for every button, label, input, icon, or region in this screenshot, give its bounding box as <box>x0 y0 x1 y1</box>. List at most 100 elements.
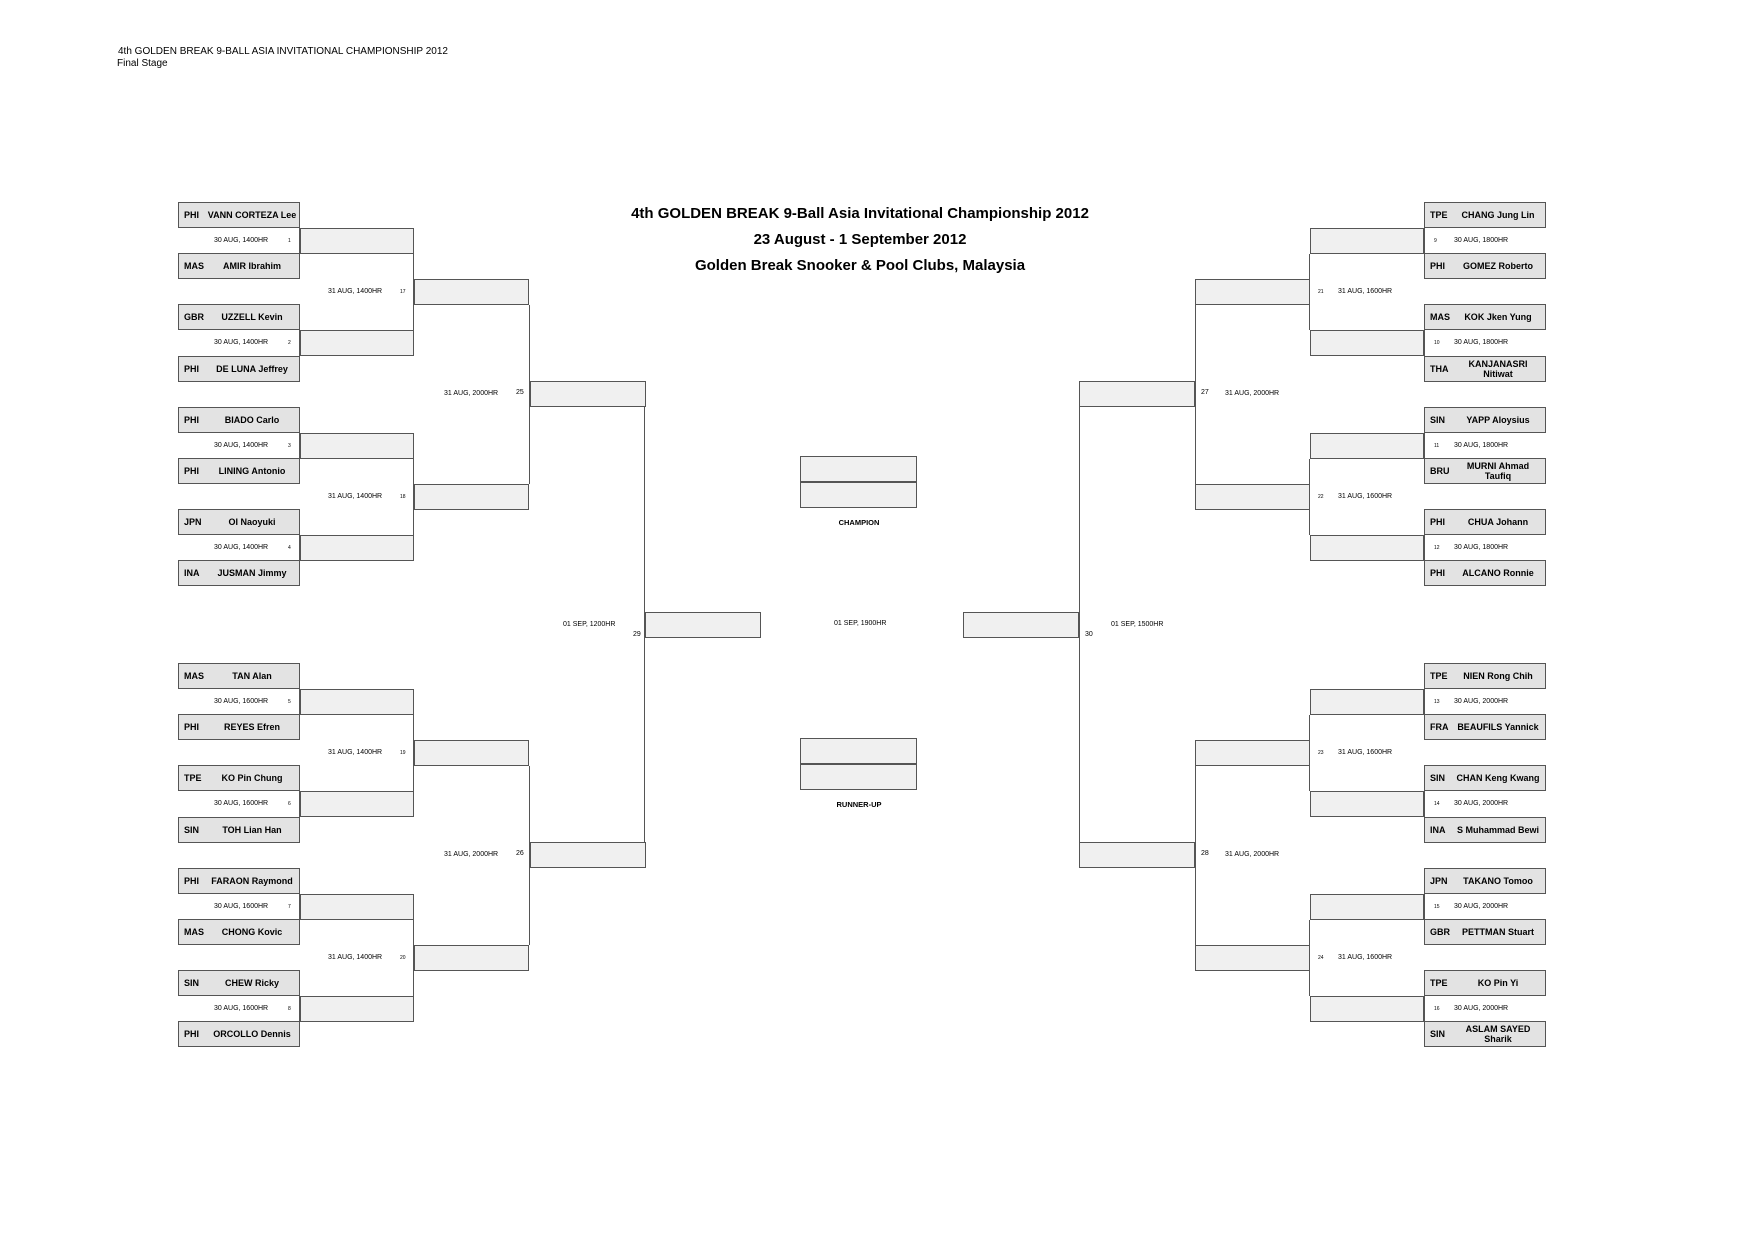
player-left-14: MAS CHONG Kovic <box>178 919 300 945</box>
runnerup-label: RUNNER-UP <box>836 800 882 809</box>
player-name: AMIR Ibrahim <box>222 260 281 271</box>
document-header-subtitle: Final Stage <box>117 58 168 69</box>
player-name: CHAN Keng Kwang <box>1456 772 1540 783</box>
match-number: 12 <box>1434 544 1440 551</box>
player-country: PHI <box>184 876 200 886</box>
player-country: GBR <box>184 312 204 322</box>
player-country: PHI <box>184 466 200 476</box>
left-r1-winner-8 <box>300 995 414 1022</box>
player-name: TAKANO Tomoo <box>1463 875 1533 886</box>
player-name: NIEN Rong Chih <box>1463 670 1533 681</box>
player-country: SIN <box>1430 773 1446 783</box>
player-left-2: MAS AMIR Ibrahim <box>178 253 300 279</box>
runnerup-slot-top <box>800 738 917 764</box>
bracket-line <box>1079 407 1080 843</box>
player-country: GBR <box>1430 927 1450 937</box>
player-country: TPE <box>184 773 202 783</box>
match-number: 4 <box>288 544 291 551</box>
bracket-line <box>299 778 300 830</box>
match-number: 21 <box>1318 288 1324 295</box>
player-name: CHONG Kovic <box>221 926 283 937</box>
right-r2-winner-1 <box>1195 278 1310 305</box>
bracket-line <box>413 253 414 330</box>
match-number: 2 <box>288 340 291 346</box>
match-number: 17 <box>400 288 406 295</box>
match-time: 30 AUG, 1600HR <box>214 800 269 807</box>
match-number: 7 <box>288 903 291 910</box>
bracket-line <box>299 881 300 932</box>
player-left-3: GBR UZZELL Kevin <box>178 304 300 330</box>
bracket-line <box>299 676 300 677</box>
match-number: 24 <box>1318 954 1324 961</box>
match-time: 30 AUG, 1800HR <box>1454 236 1509 244</box>
player-left-6: PHI LINING Antonio <box>178 458 300 484</box>
left-r2-winner-3 <box>414 739 529 766</box>
player-name: UZZELL Kevin <box>221 311 283 322</box>
bracket-line <box>644 407 645 843</box>
player-name: VANN CORTEZA Lee <box>207 209 297 220</box>
match-number: 27 <box>1201 389 1209 397</box>
player-name: KO Pin Yi <box>1477 977 1519 988</box>
match-number: 5 <box>288 698 291 705</box>
player-country: PHI <box>184 210 200 220</box>
player-right-15: TPE KO Pin Yi <box>1424 970 1546 996</box>
player-country: BRU <box>1430 466 1450 476</box>
match-time: 01 SEP, 1500HR <box>1111 620 1164 628</box>
player-country: PHI <box>184 722 200 732</box>
bracket-line <box>299 778 300 779</box>
left-r2-winner-2 <box>414 483 529 510</box>
player-name: GOMEZ Roberto <box>1463 260 1533 271</box>
player-country: THA <box>1430 364 1449 374</box>
player-country: TPE <box>1430 210 1448 220</box>
left-r1-winner-2 <box>300 330 414 356</box>
player-country: MAS <box>184 261 204 271</box>
match-time: 31 AUG, 1400HR <box>328 953 383 961</box>
player-name: ORCOLLO Dennis <box>213 1028 291 1039</box>
player-name: LINING Antonio <box>218 465 286 476</box>
player-name: CHEW Ricky <box>224 977 279 988</box>
match-number: 1 <box>288 237 291 244</box>
player-country: JPN <box>1430 876 1448 886</box>
bracket-line <box>299 215 300 266</box>
left-r1-winner-1 <box>300 227 414 254</box>
player-country: MAS <box>184 927 204 937</box>
right-semifinal-winner <box>963 611 1079 638</box>
match-time: 31 AUG, 1400HR <box>328 287 383 295</box>
player-right-13: JPN TAKANO Tomoo <box>1424 868 1546 894</box>
match-time: 30 AUG, 2000HR <box>1454 902 1509 910</box>
match-time: 01 SEP, 1200HR <box>563 620 616 628</box>
bracket-line <box>529 304 530 484</box>
player-name: ALCANO Ronnie <box>1462 567 1534 578</box>
match-time: 30 AUG, 1400HR <box>214 543 269 551</box>
right-r2-winner-2 <box>1195 483 1310 510</box>
match-time: 31 AUG, 1400HR <box>328 492 383 500</box>
right-r1-winner-5 <box>1310 688 1424 715</box>
bracket-line <box>1424 676 1425 727</box>
bracket-line <box>299 317 300 318</box>
player-country: SIN <box>1430 415 1446 425</box>
match-time: 30 AUG, 2000HR <box>1454 1004 1509 1012</box>
match-number: 13 <box>1434 698 1440 705</box>
player-right-11: SIN CHAN Keng Kwang <box>1424 765 1546 791</box>
player-name: CHANG Jung Lin <box>1461 209 1535 220</box>
left-r2-winner-4 <box>414 944 529 971</box>
bracket-line <box>529 765 530 945</box>
bracket-line <box>299 983 300 1034</box>
bracket-line <box>1424 215 1425 266</box>
bracket-line <box>299 317 300 369</box>
left-r3-winner-2 <box>530 842 646 869</box>
match-time: 30 AUG, 2000HR <box>1454 800 1509 807</box>
match-number: 14 <box>1434 801 1440 807</box>
player-country: TPE <box>1430 978 1448 988</box>
champion-slot-top <box>800 456 917 482</box>
